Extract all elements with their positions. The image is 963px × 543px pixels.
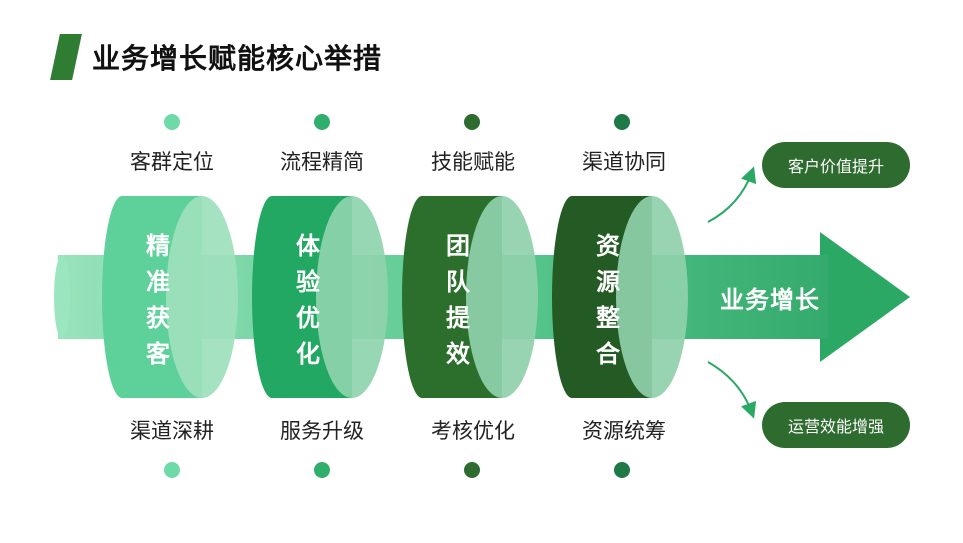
stage-3-bottom-dot (464, 462, 480, 478)
page-title: 业务增长赋能核心举措 (92, 42, 383, 75)
stage-1-bottom-dot (164, 462, 180, 478)
connector-arrow-up (707, 166, 757, 223)
stage-2-bottom-dot (314, 462, 330, 478)
stage-1-cylinder-face (166, 196, 238, 398)
stage-1-cylinder-text: 精准获客 (146, 232, 170, 368)
stage-4-top-dot (614, 114, 630, 130)
arrow-label: 业务增长 (720, 286, 820, 314)
stage-2-bottom-label: 服务升级 (280, 419, 364, 443)
outcome-pill-operational-efficiency: 运营效能增强 (762, 402, 910, 448)
outcome-pill-customer-value: 客户价值提升 (762, 142, 910, 188)
stage-3-bottom-label: 考核优化 (431, 419, 515, 443)
stage-1-top-dot (164, 114, 180, 130)
stage-4-bottom-dot (614, 462, 630, 478)
stage-4-cylinder-face (616, 196, 688, 398)
stage-2-top-label: 流程精简 (280, 150, 364, 174)
stage-4-cylinder-text: 资源整合 (596, 232, 620, 368)
stage-4-top-label: 渠道协同 (582, 150, 666, 174)
stage-4-bottom-label: 资源统筹 (582, 419, 666, 443)
stage-1-bottom-label: 渠道深耕 (130, 419, 214, 443)
stage-3-top-dot (464, 114, 480, 130)
stage-3-cylinder-face (466, 196, 538, 398)
stage-2-cylinder-face (316, 196, 388, 398)
stage-3-cylinder-text: 团队提效 (446, 232, 470, 368)
stage-3-top-label: 技能赋能 (431, 150, 515, 174)
stage-2-top-dot (314, 114, 330, 130)
stage-2-cylinder-text: 体验优化 (296, 232, 320, 368)
connector-arrow-down (707, 361, 757, 419)
stage-1-top-label: 客群定位 (130, 150, 214, 174)
arrow-tail-cap (54, 255, 70, 339)
arrow-head (820, 232, 910, 362)
